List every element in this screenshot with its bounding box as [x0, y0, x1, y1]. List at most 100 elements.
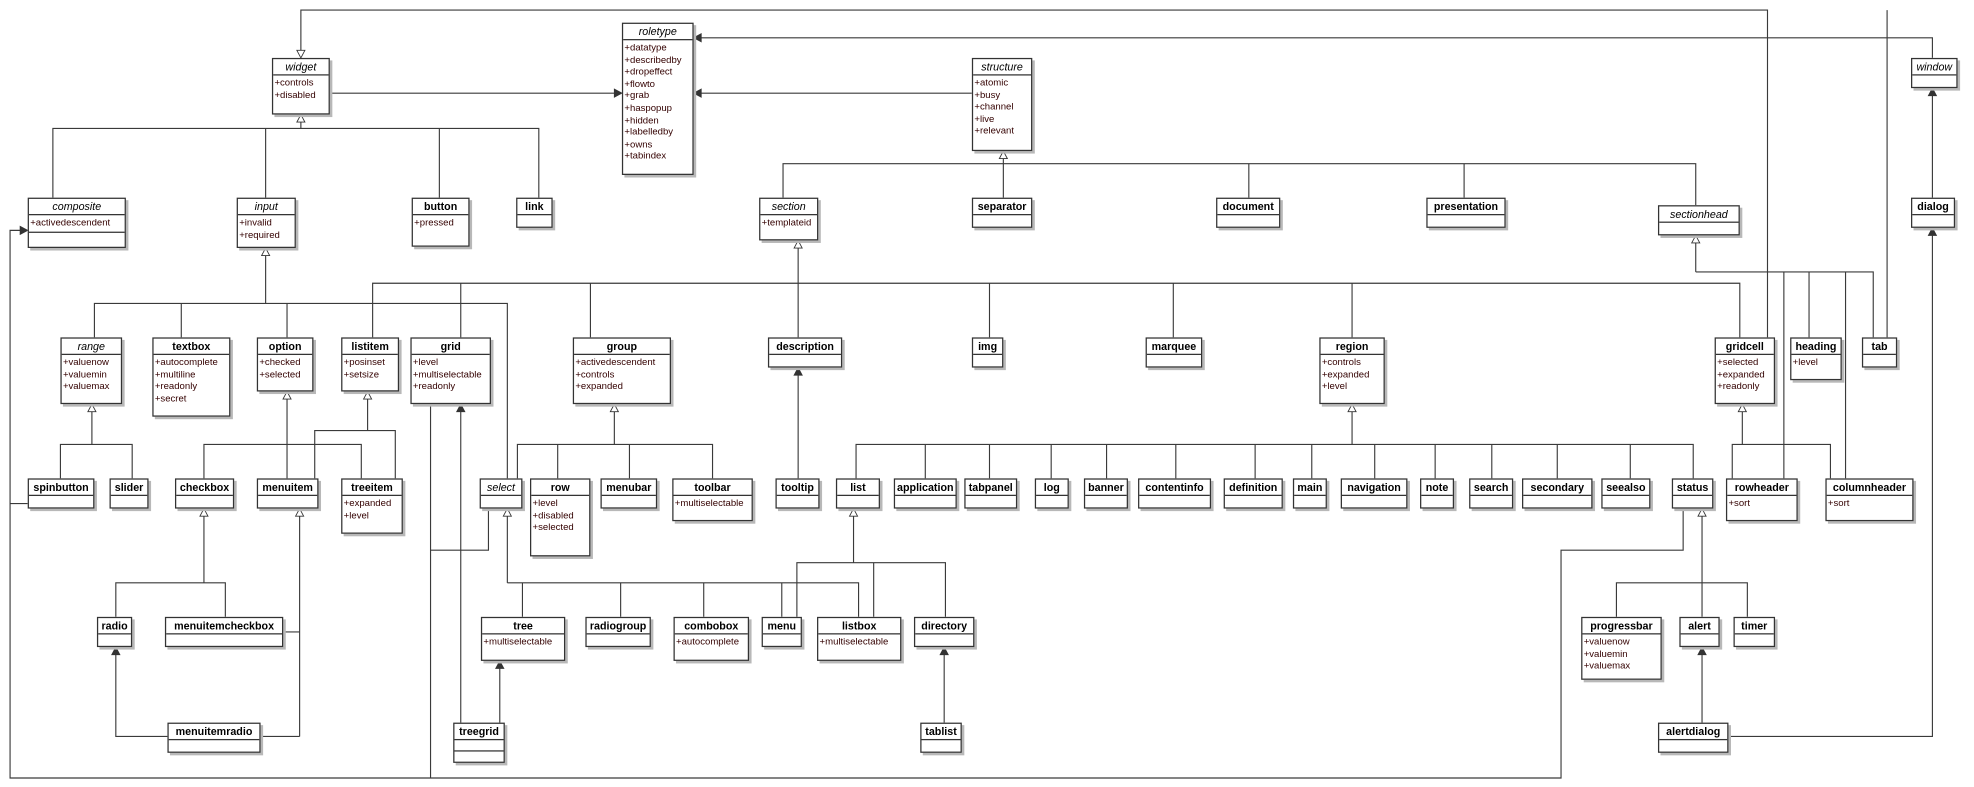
empty-compartment	[915, 634, 973, 645]
class-box-menu[interactable]: menu	[761, 616, 802, 648]
class-name: slider	[110, 480, 148, 497]
class-box-menuitemcheckbox[interactable]: menuitemcheckbox	[164, 616, 284, 648]
class-box-button[interactable]: button+pressed	[411, 197, 470, 247]
class-box-combobox[interactable]: combobox+autocomplete	[673, 616, 750, 661]
class-box-radio[interactable]: radio	[96, 616, 133, 648]
class-box-log[interactable]: log	[1034, 478, 1069, 509]
class-box-application[interactable]: application	[893, 478, 957, 509]
class-box-menuitem[interactable]: menuitem	[256, 478, 319, 509]
class-box-radiogroup[interactable]: radiogroup	[585, 616, 651, 648]
class-box-heading[interactable]: heading+level	[1790, 337, 1842, 381]
class-box-status[interactable]: status	[1671, 478, 1714, 509]
class-box-definition[interactable]: definition	[1223, 478, 1283, 509]
class-box-dialog[interactable]: dialog	[1911, 197, 1956, 228]
class-box-structure[interactable]: structure+atomic+busy+channel+live+relev…	[971, 57, 1033, 152]
class-box-range[interactable]: range+valuenow+valuemin+valuemax	[60, 337, 123, 405]
attribute: +labelledby	[624, 126, 674, 138]
empty-compartment	[98, 634, 131, 645]
class-box-listbox[interactable]: listbox+multiselectable	[817, 616, 902, 661]
class-box-grid[interactable]: grid+level+multiselectable+readonly	[410, 337, 491, 405]
class-box-spinbutton[interactable]: spinbutton	[27, 478, 95, 509]
class-box-tabpanel[interactable]: tabpanel	[964, 478, 1018, 509]
class-box-menubar[interactable]: menubar	[600, 478, 658, 509]
association-line	[1728, 227, 1933, 738]
class-box-tablist[interactable]: tablist	[920, 722, 962, 753]
class-box-note[interactable]: note	[1420, 478, 1455, 509]
class-box-directory[interactable]: directory	[913, 616, 975, 648]
class-box-checkbox[interactable]: checkbox	[174, 478, 235, 509]
class-name: heading	[1791, 339, 1841, 356]
class-box-treeitem[interactable]: treeitem+expanded+level	[341, 478, 403, 534]
class-box-select[interactable]: select	[479, 478, 523, 509]
class-attributes: +controls+disabled	[273, 76, 328, 104]
class-box-region[interactable]: region+controls+expanded+level	[1319, 337, 1385, 405]
class-box-secondary[interactable]: secondary	[1522, 478, 1593, 509]
hollow-triangle-arrow-icon	[296, 113, 306, 123]
class-box-separator[interactable]: separator	[971, 197, 1033, 228]
class-box-option[interactable]: option+checked+selected	[256, 337, 314, 392]
class-box-gridcell[interactable]: gridcell+selected+expanded+readonly	[1714, 337, 1776, 405]
empty-compartment	[1603, 496, 1650, 507]
class-box-tooltip[interactable]: tooltip	[775, 478, 820, 509]
class-name: structure	[973, 59, 1032, 76]
class-box-slider[interactable]: slider	[109, 478, 149, 509]
attribute: +level	[1321, 380, 1348, 392]
class-box-widget[interactable]: widget+controls+disabled	[271, 57, 330, 115]
association-line	[93, 302, 508, 479]
class-box-timer[interactable]: timer	[1733, 616, 1776, 648]
class-name: tree	[482, 618, 564, 635]
class-box-treegrid[interactable]: treegrid	[453, 722, 505, 763]
class-box-input[interactable]: input+invalid+required	[236, 197, 296, 249]
class-box-presentation[interactable]: presentation	[1426, 197, 1506, 228]
class-box-img[interactable]: img	[971, 337, 1004, 368]
attribute: +selected	[532, 521, 574, 533]
attribute: +readonly	[1717, 380, 1760, 392]
empty-compartment	[1421, 496, 1452, 507]
class-box-roletype[interactable]: roletype+datatype+describedby+dropeffect…	[621, 22, 694, 175]
class-box-group[interactable]: group+activedescendent+controls+expanded	[572, 337, 671, 405]
class-name: sectionhead	[1659, 206, 1739, 223]
class-name: dialog	[1912, 199, 1954, 216]
class-box-menuitemradio[interactable]: menuitemradio	[167, 722, 261, 753]
class-box-tab[interactable]: tab	[1861, 337, 1898, 368]
attribute: +sort	[1728, 497, 1750, 509]
class-attributes: +autocomplete+multiline+readonly+secret	[154, 355, 230, 407]
class-box-description[interactable]: description	[767, 337, 843, 368]
class-name: tab	[1863, 339, 1896, 356]
class-box-alertdialog[interactable]: alertdialog	[1657, 722, 1729, 753]
class-box-window[interactable]: window	[1911, 57, 1958, 89]
class-box-tree[interactable]: tree+multiselectable	[480, 616, 566, 661]
empty-compartment	[1659, 223, 1738, 234]
class-box-progressbar[interactable]: progressbar+valuenow+valuemin+valuemax	[1581, 616, 1662, 680]
class-name: listbox	[818, 618, 901, 635]
class-box-row[interactable]: row+level+disabled+selected	[529, 478, 591, 557]
hollow-triangle-arrow-icon	[282, 390, 292, 400]
class-box-sectionhead[interactable]: sectionhead	[1657, 205, 1740, 236]
class-box-link[interactable]: link	[516, 197, 553, 228]
class-box-listitem[interactable]: listitem+posinset+setsize	[341, 337, 400, 392]
class-box-composite[interactable]: composite+activedescendent	[27, 197, 126, 249]
class-box-main[interactable]: main	[1292, 478, 1327, 509]
class-box-section[interactable]: section+templateid	[759, 197, 819, 241]
attribute: +valuenow	[62, 356, 109, 368]
class-box-alert[interactable]: alert	[1679, 616, 1720, 648]
class-box-document[interactable]: document	[1216, 197, 1281, 228]
class-box-rowheader[interactable]: rowheader+sort	[1725, 478, 1798, 522]
class-box-marquee[interactable]: marquee	[1145, 337, 1203, 368]
class-name: img	[973, 339, 1003, 356]
class-box-contentinfo[interactable]: contentinfo	[1138, 478, 1212, 509]
class-box-navigation[interactable]: navigation	[1340, 478, 1408, 509]
class-box-seealso[interactable]: seealso	[1601, 478, 1651, 509]
empty-compartment	[1912, 76, 1956, 87]
class-box-banner[interactable]: banner	[1083, 478, 1128, 509]
class-box-textbox[interactable]: textbox+autocomplete+multiline+readonly+…	[152, 337, 231, 417]
class-name: radio	[98, 618, 131, 635]
class-box-columnheader[interactable]: columnheader+sort	[1825, 478, 1914, 522]
class-box-search[interactable]: search	[1469, 478, 1514, 509]
class-box-list[interactable]: list	[835, 478, 880, 509]
attribute: +valuemax	[1583, 659, 1631, 672]
empty-compartment	[587, 634, 650, 645]
association-line	[693, 37, 1933, 58]
empty-compartment	[1147, 355, 1201, 366]
class-box-toolbar[interactable]: toolbar+multiselectable	[672, 478, 753, 522]
